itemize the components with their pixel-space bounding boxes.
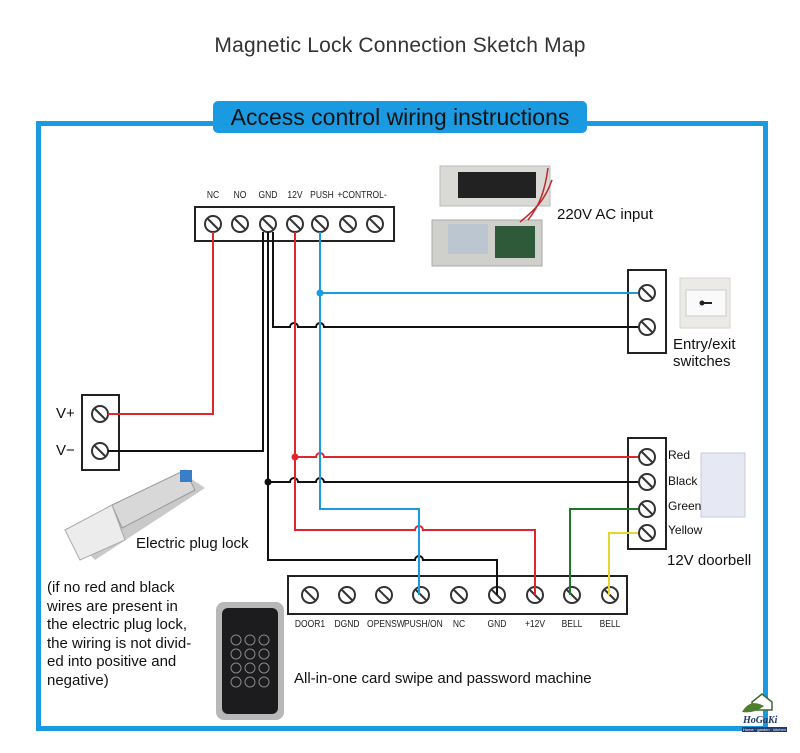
controller-terminal-label: PUSH/ON bbox=[404, 619, 443, 630]
controller-screw bbox=[563, 586, 581, 604]
exit-switch-screw-2 bbox=[638, 318, 656, 336]
junction-push bbox=[316, 289, 324, 297]
keypad-key bbox=[230, 662, 242, 674]
keypad-key bbox=[244, 634, 256, 646]
wire-nc-to-vplus bbox=[108, 232, 214, 415]
keypad-key bbox=[244, 648, 256, 660]
controller-terminal-label: NC bbox=[452, 619, 466, 630]
doorbell-screw-red bbox=[638, 448, 656, 466]
keypad-key bbox=[244, 676, 256, 688]
keypad-key bbox=[244, 662, 256, 674]
vplus-label: V+ bbox=[56, 405, 75, 422]
logo-tagline: Home · garden · kitchen bbox=[742, 727, 787, 732]
wire-gnd-to-doorbell-black bbox=[268, 477, 638, 483]
junction-12v bbox=[291, 453, 299, 461]
exit-switch-screw-1 bbox=[638, 284, 656, 302]
controller-screw bbox=[412, 586, 430, 604]
exit-switch-photo bbox=[679, 277, 731, 329]
logo-name: HoGaKi bbox=[743, 715, 778, 726]
note-line: the wiring is not divid- bbox=[47, 634, 192, 652]
exit-switch-label-line2: switches bbox=[673, 353, 731, 370]
exit-switch-label: Entry/exit switches bbox=[673, 336, 736, 370]
wire-gnd-to-exit-switch bbox=[272, 232, 638, 328]
doorbell-screw-green bbox=[638, 500, 656, 518]
controller-terminal-label: GND bbox=[487, 619, 507, 630]
controller-screw bbox=[301, 586, 319, 604]
keypad-key bbox=[258, 648, 270, 660]
doorbell-screw-yellow bbox=[638, 524, 656, 542]
power-supply-terminal-label: NC bbox=[206, 190, 220, 201]
doorbell-label: 12V doorbell bbox=[667, 552, 752, 569]
keypad-key bbox=[230, 634, 242, 646]
wire-push-to-controller bbox=[319, 232, 420, 595]
power-supply-screw bbox=[259, 215, 277, 233]
power-supply-terminal-label: NO bbox=[233, 190, 247, 201]
doorbell-photo bbox=[700, 452, 746, 518]
wire-label-yellow: Yellow bbox=[668, 522, 703, 537]
controller-terminal-label: BELL bbox=[561, 619, 583, 630]
diagram-title: Magnetic Lock Connection Sketch Map bbox=[214, 34, 586, 57]
wire-gnd-to-vminus bbox=[108, 232, 264, 452]
note-line: (if no red and black bbox=[47, 579, 175, 596]
controller-terminal-label: DOOR1 bbox=[294, 619, 326, 630]
keypad-key bbox=[258, 676, 270, 688]
note-line: ed into positive and bbox=[47, 653, 177, 670]
doorbell-wire-labels: Red Black Green Yellow bbox=[668, 443, 702, 543]
lock-screw-vminus bbox=[91, 442, 109, 460]
wire-12v-to-doorbell-red bbox=[295, 452, 638, 458]
controller-terminal-label: +12V bbox=[524, 619, 546, 630]
wire-label-red: Red bbox=[668, 448, 691, 462]
keypad-key bbox=[258, 634, 270, 646]
controller-screw bbox=[375, 586, 393, 604]
wire-label-green: Green bbox=[668, 499, 702, 513]
wire-bell-green bbox=[569, 508, 638, 595]
junction-gnd bbox=[264, 478, 272, 486]
section-banner: Access control wiring instructions bbox=[213, 101, 587, 133]
lock-note: (if no red and black wires are present i… bbox=[47, 579, 191, 690]
lock-screw-vplus bbox=[91, 405, 109, 423]
wire-12v-to-controller bbox=[294, 232, 536, 595]
power-supply-screw bbox=[339, 215, 357, 233]
power-supply-screw bbox=[204, 215, 222, 233]
power-supply-terminal-label: GND bbox=[258, 190, 278, 201]
power-supply-terminal-label: 12V bbox=[287, 190, 303, 201]
electric-lock-photo bbox=[64, 469, 205, 561]
keypad-photo bbox=[216, 602, 284, 720]
power-supply-screw bbox=[286, 215, 304, 233]
controller-terminal-label: BELL bbox=[599, 619, 621, 630]
controller-screw bbox=[338, 586, 356, 604]
controller-screw bbox=[450, 586, 468, 604]
power-supply-screw bbox=[311, 215, 329, 233]
power-supply-screw bbox=[366, 215, 384, 233]
wire-gnd-to-controller-gnd bbox=[267, 232, 498, 595]
exit-switch-label-line1: Entry/exit bbox=[673, 336, 736, 353]
electric-plug-lock-label: Electric plug lock bbox=[136, 535, 249, 552]
exit-switch-terminal-block bbox=[627, 269, 667, 354]
ac-input-label: 220V AC input bbox=[557, 206, 653, 223]
wire-label-black: Black bbox=[668, 473, 698, 488]
note-line: the electric plug lock, bbox=[47, 616, 188, 633]
controller-terminal-label: DGND bbox=[334, 619, 360, 630]
keypad-key bbox=[258, 662, 270, 674]
vminus-label: V− bbox=[56, 442, 75, 459]
power-supply-screw bbox=[231, 215, 249, 233]
controller-label: All-in-one card swipe and password machi… bbox=[294, 670, 592, 687]
power-supply-terminal-label: PUSH bbox=[310, 190, 334, 201]
controller-terminal-label: OPENSW bbox=[367, 619, 405, 630]
power-supply-terminal-label: +CONTROL- bbox=[337, 190, 387, 201]
note-line: wires are present in bbox=[47, 597, 178, 615]
doorbell-screw-black bbox=[638, 473, 656, 491]
hogaki-logo bbox=[742, 693, 773, 713]
keypad-key bbox=[230, 676, 242, 688]
wire-bell-yellow bbox=[608, 532, 638, 595]
keypad-key bbox=[230, 648, 242, 660]
power-supply-photo bbox=[431, 165, 553, 267]
note-line: negative) bbox=[47, 671, 109, 689]
